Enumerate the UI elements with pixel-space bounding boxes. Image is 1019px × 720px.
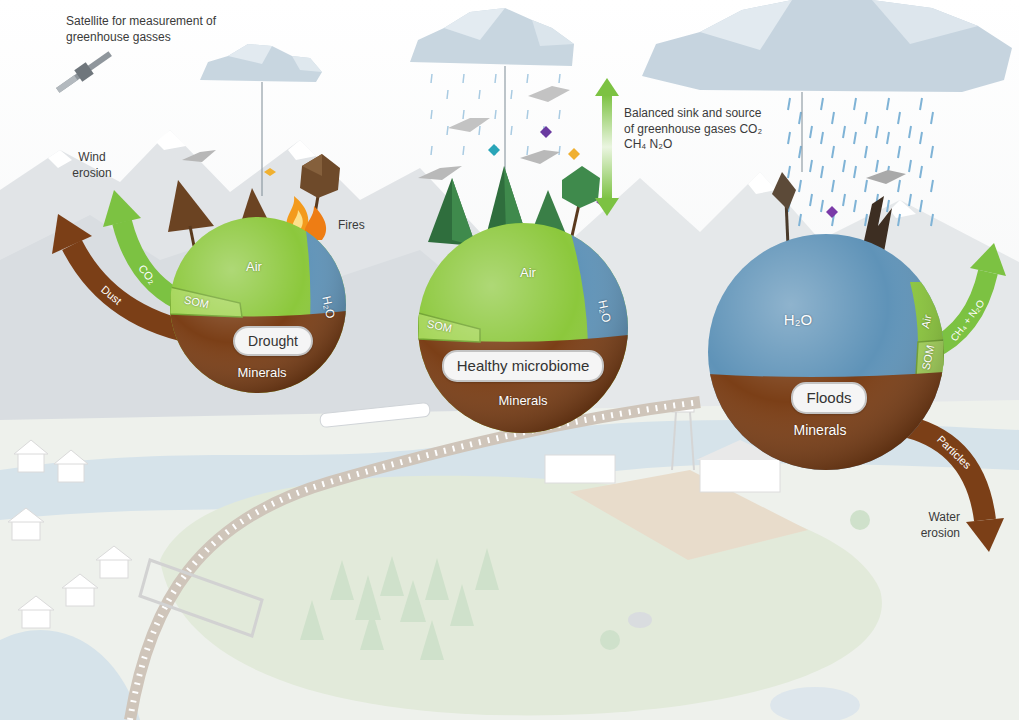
fire-caption: Fires bbox=[338, 218, 365, 234]
rain-drop bbox=[495, 110, 496, 119]
rain-drop bbox=[810, 160, 812, 172]
sphere-label: Minerals bbox=[794, 422, 847, 439]
rain-strings bbox=[262, 66, 802, 196]
rain-drop bbox=[865, 214, 867, 226]
rain-drop bbox=[821, 200, 823, 212]
rain-drop bbox=[931, 112, 933, 124]
rain-drop bbox=[810, 194, 812, 206]
rain-drop bbox=[865, 146, 867, 158]
rain-drop bbox=[832, 180, 834, 192]
sphere-label: Minerals bbox=[498, 393, 547, 409]
rain-drop bbox=[931, 180, 933, 192]
rain-drop bbox=[876, 126, 878, 138]
clouds bbox=[200, 0, 1012, 92]
rain-drop bbox=[920, 200, 922, 212]
rain-drop bbox=[463, 74, 464, 83]
rain-drop bbox=[865, 112, 867, 124]
rain-drop bbox=[799, 214, 801, 226]
rain-drop bbox=[559, 146, 560, 155]
rain-drop bbox=[843, 194, 845, 206]
state-label: Healthy microbiome bbox=[457, 356, 590, 376]
rain-drop bbox=[854, 98, 856, 110]
rain-drop bbox=[898, 146, 900, 158]
state-pill: Drought bbox=[233, 326, 313, 356]
rain-drop bbox=[832, 146, 834, 158]
rain-drop bbox=[887, 200, 889, 212]
erosion-caption: Wind erosion bbox=[60, 150, 124, 181]
rain-drop bbox=[559, 74, 560, 83]
rain-drop bbox=[527, 74, 528, 83]
rain-drop bbox=[431, 74, 432, 83]
sphere-label: Air bbox=[520, 265, 536, 281]
sphere-label: H₂O bbox=[784, 311, 812, 329]
rain-drop bbox=[447, 90, 448, 99]
sphere-label: Minerals bbox=[237, 365, 286, 381]
satellite-caption: Satellite for measurement of greenhouse … bbox=[66, 14, 276, 45]
balance-caption: Balanced sink and source of greenhouse g… bbox=[624, 106, 774, 153]
rain-drop bbox=[463, 110, 464, 119]
rain-drop bbox=[479, 90, 480, 99]
rain-drop bbox=[854, 166, 856, 178]
rain-drop bbox=[527, 110, 528, 119]
rain-drop bbox=[898, 214, 900, 226]
rain-drop bbox=[810, 126, 812, 138]
soil-sphere: AirH₂OSOMMineralsHealthy microbiome bbox=[418, 223, 628, 433]
rain-drop bbox=[799, 146, 801, 158]
rain-drop bbox=[559, 110, 560, 119]
rain-drop bbox=[931, 146, 933, 158]
rain-drop bbox=[799, 180, 801, 192]
state-label: Drought bbox=[248, 332, 298, 350]
rain-drop bbox=[799, 112, 801, 124]
soil-sphere: H₂OAirSOMMineralsFloods bbox=[708, 234, 944, 470]
rain-drop bbox=[788, 132, 790, 144]
rain-drop bbox=[920, 166, 922, 178]
balance-arrow bbox=[595, 78, 619, 216]
rain-drop bbox=[865, 180, 867, 192]
rain-drop bbox=[909, 160, 911, 172]
state-label: Floods bbox=[806, 388, 851, 408]
sphere-label: Air bbox=[246, 259, 262, 275]
rain-drop bbox=[511, 126, 512, 135]
rain-drop bbox=[920, 98, 922, 110]
rain-drop bbox=[898, 112, 900, 124]
rain-drop bbox=[887, 98, 889, 110]
rain-drop bbox=[854, 200, 856, 212]
flux-arrows bbox=[52, 190, 1006, 552]
rain-drop bbox=[788, 98, 790, 110]
rain-drop bbox=[887, 132, 889, 144]
rain-drop bbox=[843, 160, 845, 172]
rain-drop bbox=[431, 110, 432, 119]
soil-sphere: AirH₂OSOMMineralsDrought bbox=[170, 217, 346, 393]
rain-drop bbox=[821, 132, 823, 144]
rain-drop bbox=[876, 160, 878, 172]
rain-drop bbox=[431, 146, 432, 155]
rain-drop bbox=[495, 74, 496, 83]
state-pill: Floods bbox=[791, 382, 866, 414]
rain-drop bbox=[447, 126, 448, 135]
rain-drop bbox=[527, 146, 528, 155]
rain-drop bbox=[898, 180, 900, 192]
rain-drop bbox=[909, 194, 911, 206]
rain-drop bbox=[931, 214, 933, 226]
rain-drop bbox=[511, 90, 512, 99]
rain-drop bbox=[788, 166, 790, 178]
rain-drop bbox=[854, 132, 856, 144]
erosion-caption: Water erosion bbox=[888, 510, 960, 541]
rain-drop bbox=[843, 126, 845, 138]
satellite bbox=[54, 48, 114, 96]
rain-drop bbox=[832, 112, 834, 124]
rain-drop bbox=[821, 98, 823, 110]
state-pill: Healthy microbiome bbox=[442, 350, 605, 382]
rain-drop bbox=[479, 126, 480, 135]
rain-drop bbox=[463, 146, 464, 155]
rain-drop bbox=[909, 126, 911, 138]
rain-drop bbox=[821, 166, 823, 178]
rain-drop bbox=[920, 132, 922, 144]
